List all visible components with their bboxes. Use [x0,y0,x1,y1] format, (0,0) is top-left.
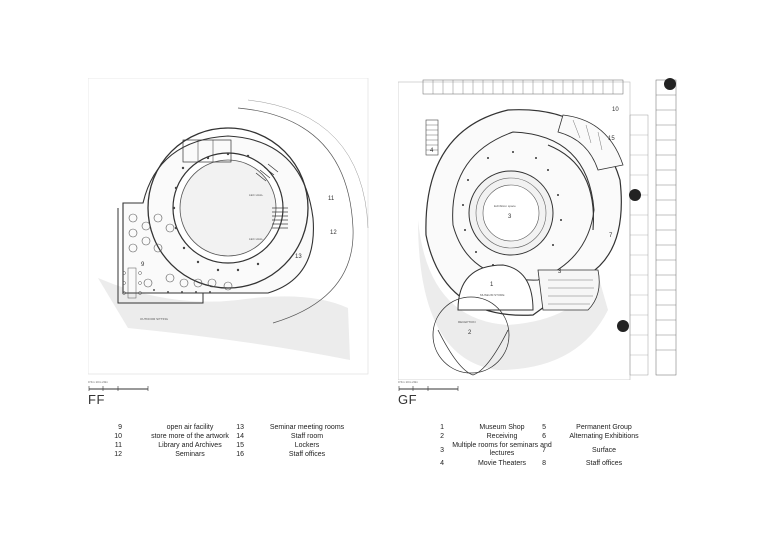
legend-text: open air facility [166,424,214,431]
legend-row: 5 Permanent Group [532,423,654,432]
legend-row: 8 Staff offices [532,459,654,468]
gf-room-15: 15 [608,136,615,142]
gf-exhibition-label: Exhibition space [494,204,516,208]
legend-text: store more of the artwork [151,433,229,440]
legend-row: 13 Seminar meeting rooms [230,423,362,432]
legend-row: 16 Staff offices [230,450,362,459]
ff-lec-hall-label-2: LEC HALL [249,237,264,241]
legend-row: 11 Library and Archives [108,441,250,450]
legend-row: 12 Seminars [108,450,250,459]
gf-plan-label: GF [398,392,418,407]
legend-text: Seminars [175,451,205,458]
legend-row: 1 Museum Shop [430,423,552,432]
legend-num: 5 [542,424,546,431]
legend-text: Staff room [290,433,324,440]
legend-num: 12 [114,451,122,458]
gf-room-4: 4 [430,148,434,154]
legend-text: Staff offices [585,460,623,467]
legend-num: 4 [440,460,444,467]
legend-num: 16 [236,451,244,458]
ff-plan-label: FF [88,392,105,407]
legend-num: 9 [118,424,122,431]
gf-floor-plan: 3 Exhibition space 1 MUSEUM STORE 2 RECE… [398,70,683,380]
legend-num: 2 [440,433,444,440]
legend-num: 11 [114,442,122,449]
ff-room-11: 11 [328,196,335,202]
legend-num: 14 [236,433,244,440]
legend-text: Multiple rooms for seminars and lectures [452,442,552,457]
ff-lec-hall-label: LEC HALL [249,193,264,197]
gf-room-7: 7 [609,233,613,239]
gf-scale-ticks: 0 5m 10m 20m [398,380,419,384]
ff-room-9: 9 [141,262,145,268]
gf-scale-bar: 0 5m 10m 20m [398,380,460,392]
legend-text: Library and Archives [158,442,222,449]
legend-text: Movie Theaters [477,460,527,467]
legend-num: 1 [440,424,444,431]
gf-museum-store-label: MUSEUM STORE [480,293,504,297]
gf-room-10: 10 [612,107,619,113]
legend-text: Staff offices [288,451,326,458]
gf-room-3-theater: 3 [558,269,562,275]
ff-room-12: 12 [330,230,337,236]
legend-text: Seminar meeting rooms [269,424,345,431]
ff-scale-bar: 0 5m 10m 20m [88,380,150,392]
gf-room-3-center: 3 [508,214,512,220]
legend-text: Permanent Group [576,424,632,431]
ff-legend-left: 9 open air facility 10 store more of the a… [108,423,250,459]
ff-room-13: 13 [295,254,302,260]
ff-scale-ticks: 0 5m 10m 20m [88,380,109,384]
ff-floor-plan: 11 12 13 9 LEC HALL LEC HALL OUTDOOR SIT… [88,78,370,378]
legend-num: 15 [236,442,244,449]
legend-num: 6 [542,433,546,440]
legend-row: 4 Movie Theaters [430,459,552,468]
legend-text: Lockers [294,442,320,449]
legend-num: 10 [114,433,122,440]
legend-row: 2 Receiving [430,432,552,441]
gf-legend-right: 5 Permanent Group 6 Alternating Exhibition… [532,423,654,468]
legend-text: Receiving [486,433,518,440]
legend-row: 6 Alternating Exhibitions [532,432,654,441]
legend-text: Alternating Exhibitions [569,433,639,440]
gf-reception-label: RECEPTION [458,320,476,324]
legend-row: 9 open air facility [108,423,250,432]
legend-text: Surface [591,446,617,454]
legend-num: 7 [542,446,546,454]
ff-legend-right: 13 Seminar meeting rooms 14 Staff room 15 L… [230,423,362,459]
legend-row: 10 store more of the artwork [108,432,250,441]
legend-num: 13 [236,424,244,431]
legend-num: 8 [542,460,546,467]
gf-room-2: 2 [468,330,472,336]
legend-row: 15 Lockers [230,441,362,450]
legend-row: 3 Multiple rooms for seminars and lecture… [430,441,552,459]
ff-outdoor-label: OUTDOOR SITTING [140,317,169,321]
legend-text: Museum Shop [479,424,525,431]
legend-num: 3 [440,446,444,454]
gf-room-1: 1 [490,282,494,288]
gf-legend-left: 1 Museum Shop 2 Receiving 3 Multiple rooms … [430,423,552,468]
legend-row: 7 Surface [532,441,654,459]
legend-row: 14 Staff room [230,432,362,441]
